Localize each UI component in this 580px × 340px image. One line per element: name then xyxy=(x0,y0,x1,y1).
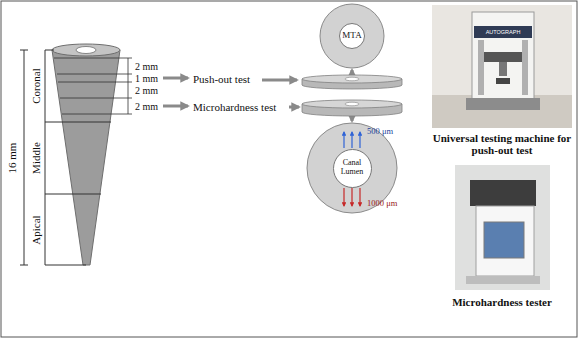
indent-arrow-blue xyxy=(351,132,352,148)
section-bracket xyxy=(45,50,54,51)
microhardness-tester-photo xyxy=(484,222,524,258)
test-label: Push-out test xyxy=(193,73,250,85)
testing-machine-photo xyxy=(432,5,572,128)
testing-machine-photo xyxy=(484,52,522,62)
distance-label: 1000 μm xyxy=(367,199,397,208)
photo-caption: Microhardness tester xyxy=(452,296,552,308)
section-label: Apical xyxy=(30,215,42,244)
dimension-label: 2 mm xyxy=(135,61,158,72)
section-bracket xyxy=(45,194,101,195)
section-label: Middle xyxy=(30,142,42,174)
canal-filling: MTA xyxy=(339,23,365,49)
canal-lumen: Canal Lumen xyxy=(333,149,372,188)
indent-arrow-red xyxy=(343,188,344,206)
testing-machine-photo xyxy=(474,26,532,38)
microhardness-tester-photo xyxy=(470,180,536,206)
process-arrow xyxy=(163,77,188,80)
microhardness-tester-photo xyxy=(455,165,550,290)
test-label: Microhardness test xyxy=(193,101,276,113)
section-face xyxy=(320,4,384,68)
section-face xyxy=(307,4,397,213)
slice-disk xyxy=(345,102,359,106)
root-illustration xyxy=(76,47,96,54)
testing-machine-photo xyxy=(499,62,507,76)
node-text: Canal Lumen xyxy=(337,159,367,177)
dimension-label: 1 mm xyxy=(135,73,158,84)
testing-machine-photo xyxy=(478,40,484,95)
indent-arrow-blue xyxy=(359,132,360,148)
slice-disk xyxy=(302,75,402,83)
process-arrow xyxy=(163,105,188,108)
indent-arrow-blue xyxy=(344,132,360,148)
dimension-label: 2 mm xyxy=(135,85,158,96)
length-dimension xyxy=(20,265,28,266)
slice-dimension xyxy=(128,58,129,114)
slice-disk xyxy=(345,77,359,81)
microhardness-tester-photo xyxy=(476,206,534,276)
slice-disk xyxy=(302,100,402,108)
node-text: MTA xyxy=(342,31,361,41)
slice-dimension xyxy=(54,58,132,114)
microhardness-tester-photo xyxy=(466,276,540,284)
section-face xyxy=(307,123,397,213)
length-dimension xyxy=(24,50,25,265)
slice-dimension xyxy=(58,82,132,83)
testing-machine-photo xyxy=(496,78,510,84)
indent-arrow-red xyxy=(351,188,352,206)
process-arrow xyxy=(351,70,354,75)
slice-dimension xyxy=(62,114,132,115)
indent-arrow-red xyxy=(359,188,360,206)
root-illustration xyxy=(52,44,120,265)
microhardness-tester-photo xyxy=(455,165,550,290)
length-dimension xyxy=(20,50,28,265)
section-label: Coronal xyxy=(30,68,42,103)
slice-dimension xyxy=(60,98,132,99)
slice-disk xyxy=(302,75,402,116)
testing-machine-photo xyxy=(432,95,572,128)
length-dimension xyxy=(20,50,28,51)
slice-dimension xyxy=(57,74,132,75)
section-bracket xyxy=(45,122,111,123)
dimension-label: 2 mm xyxy=(135,101,158,112)
section-bracket xyxy=(45,50,46,265)
photo-caption: Universal testing machine for push-out t… xyxy=(431,132,573,156)
process-arrow xyxy=(262,79,297,82)
dimension-label: 16 mm xyxy=(6,143,18,174)
indent-arrow-red xyxy=(344,188,360,206)
testing-machine-photo xyxy=(432,5,572,128)
root-illustration xyxy=(52,44,120,56)
process-arrow xyxy=(289,106,299,109)
slice-dimension xyxy=(54,58,132,59)
section-bracket xyxy=(45,265,86,266)
testing-machine-photo xyxy=(472,12,534,102)
brand-label: AUTOGRAPH xyxy=(486,29,521,35)
testing-machine-photo xyxy=(522,40,528,95)
indent-arrow-blue xyxy=(343,132,344,148)
distance-label: 500 μm xyxy=(367,127,393,136)
testing-machine-photo xyxy=(466,98,540,110)
